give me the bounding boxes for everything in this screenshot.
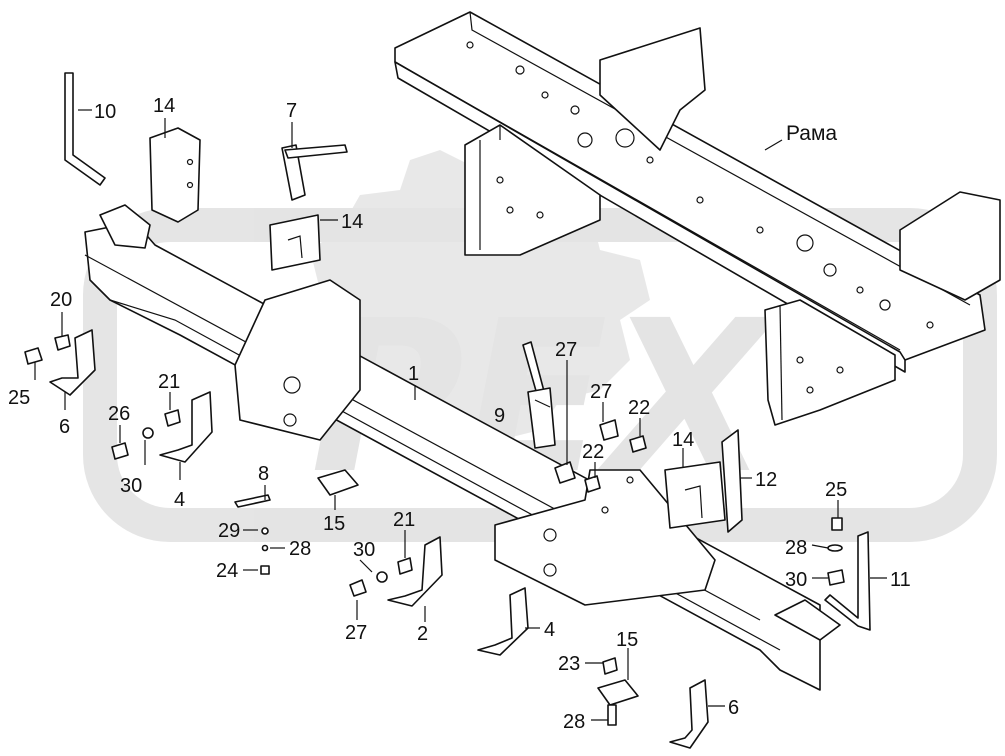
part-15-lower-plate bbox=[597, 679, 639, 706]
washer-30-lower bbox=[376, 571, 388, 583]
callout-27-upper: 27 bbox=[555, 339, 577, 361]
bolt-27-lower bbox=[607, 704, 617, 726]
nut-21-lower bbox=[397, 557, 413, 575]
callout-23-right: 25 bbox=[825, 479, 847, 501]
callout-25-upper: 26 bbox=[108, 403, 130, 425]
callout-4-upper: 4 bbox=[174, 489, 185, 511]
bolt-25-upper bbox=[111, 442, 129, 460]
callout-28-left: 28 bbox=[289, 538, 311, 560]
callout-10: 10 bbox=[94, 101, 116, 123]
leader-lines bbox=[34, 109, 887, 721]
callout-22-middle: 22 bbox=[582, 441, 604, 463]
frame-right-rail bbox=[899, 191, 1001, 301]
part-7-pin bbox=[281, 144, 348, 201]
callout-7: 7 bbox=[286, 100, 297, 122]
frame-right-bracket bbox=[764, 299, 896, 426]
bolt-25-lower bbox=[349, 579, 367, 597]
part-2-clip bbox=[387, 536, 443, 607]
bolt-24 bbox=[24, 347, 43, 365]
frame-label: Рама bbox=[786, 122, 837, 145]
callout-24: 25 bbox=[8, 387, 30, 409]
part-9-cotter-pin bbox=[234, 494, 271, 508]
frame-beam-flange bbox=[394, 61, 906, 373]
callout-11: 11 bbox=[890, 569, 911, 591]
callout-14-right: 14 bbox=[672, 429, 694, 451]
nut-22-middle bbox=[584, 475, 601, 493]
callout-26: 27 bbox=[590, 381, 612, 403]
bumper-right-end-plate bbox=[774, 599, 841, 641]
callout-12: 12 bbox=[755, 469, 777, 491]
callout-22-right: 22 bbox=[628, 397, 650, 419]
callout-9: 8 bbox=[258, 463, 269, 485]
bolt-26 bbox=[599, 419, 619, 441]
part-10-angle-bracket bbox=[64, 72, 106, 186]
fasteners bbox=[24, 334, 845, 726]
washer-30-upper bbox=[142, 427, 154, 439]
callout-20: 20 bbox=[50, 289, 72, 311]
nut-22-lower bbox=[602, 657, 618, 675]
part-6-upper-clip bbox=[49, 329, 96, 396]
washer-29 bbox=[261, 527, 269, 535]
part-4-upper-clip bbox=[159, 391, 213, 463]
bumper-beam bbox=[84, 204, 841, 691]
callout-4-lower: 4 bbox=[544, 619, 555, 641]
callout-6-upper: 6 bbox=[59, 416, 70, 438]
bolt-23-right bbox=[831, 517, 843, 531]
callout-2: 2 bbox=[417, 623, 428, 645]
callout-23-left: 24 bbox=[216, 560, 238, 582]
bolt-27-upper bbox=[554, 461, 576, 484]
part-4-lower-clip bbox=[477, 587, 529, 656]
part-11-angle-bracket bbox=[824, 531, 871, 631]
frame-holes bbox=[466, 41, 934, 394]
callout-30-middle: 30 bbox=[353, 539, 375, 561]
washer-28-right bbox=[827, 544, 843, 552]
part-14-right-plate bbox=[664, 461, 726, 529]
callout-6-lower: 6 bbox=[728, 697, 739, 719]
callout-21-upper: 21 bbox=[158, 371, 180, 393]
nut-22-right bbox=[629, 435, 647, 453]
washer-28-upper bbox=[261, 544, 269, 552]
callout-30-left: 30 bbox=[120, 475, 142, 497]
nut-21-upper bbox=[164, 409, 181, 427]
callout-28-right: 28 bbox=[785, 537, 807, 559]
part-6-lower-clip bbox=[669, 679, 709, 749]
part-8-pin bbox=[522, 341, 556, 449]
callout-27-lower: 28 bbox=[563, 711, 585, 733]
part-12-curved-plate bbox=[721, 429, 743, 533]
callout-25-lower: 27 bbox=[345, 622, 367, 644]
callout-15-upper: 15 bbox=[323, 513, 345, 535]
callout-13: 14 bbox=[153, 95, 175, 117]
callout-labels: 10 14 7 14 20 25 6 21 26 30 4 1 8 15 29 … bbox=[8, 95, 911, 733]
part-15-upper-plate bbox=[317, 469, 359, 496]
callout-15-lower: 15 bbox=[616, 629, 638, 651]
nut-20 bbox=[54, 334, 71, 351]
part-13-curved-plate bbox=[149, 127, 201, 223]
callout-30-right: 30 bbox=[785, 569, 807, 591]
bolt-23-upper bbox=[260, 565, 270, 575]
frame-left-rail bbox=[599, 27, 706, 151]
callout-29: 29 bbox=[218, 520, 240, 542]
bumper-left-end-plate bbox=[99, 204, 151, 249]
vehicle-frame: Рама bbox=[394, 11, 1001, 426]
callout-14-left: 14 bbox=[341, 211, 363, 233]
part-14-left-plate bbox=[269, 214, 321, 271]
callout-8: 9 bbox=[494, 405, 505, 427]
callout-22-lower: 23 bbox=[558, 653, 580, 675]
nut-30-right bbox=[827, 569, 845, 586]
left-tow-bracket bbox=[234, 279, 361, 441]
callout-1: 1 bbox=[408, 363, 419, 385]
callout-21-lower: 21 bbox=[393, 509, 415, 531]
